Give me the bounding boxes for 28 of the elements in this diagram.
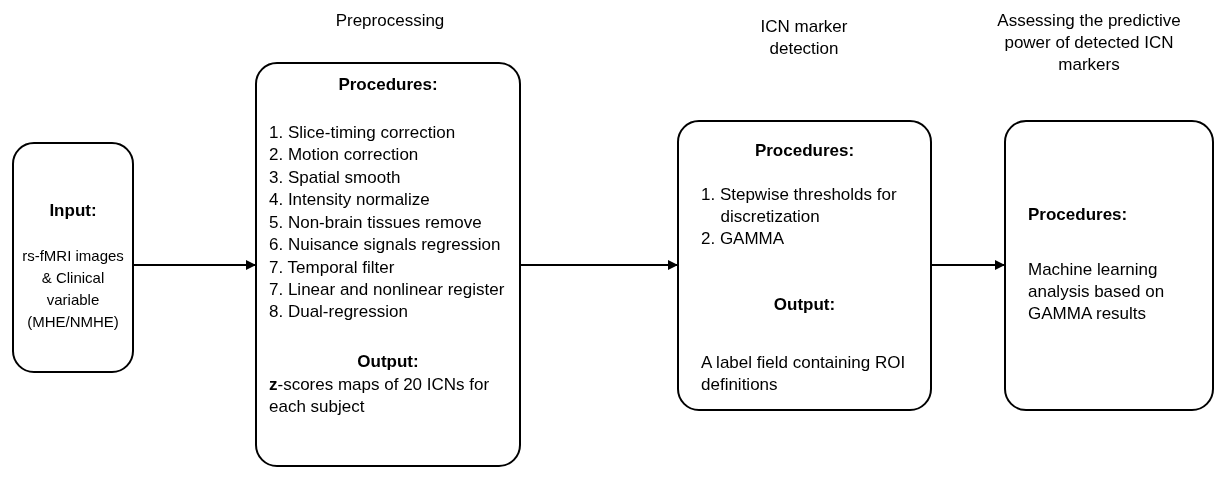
body-text: 8. Dual-regression xyxy=(269,301,409,323)
section-heading: Procedures: xyxy=(753,140,856,162)
stage-title: Assessing the predictive power of detected ICN markers xyxy=(996,10,1182,76)
arrow xyxy=(931,260,1005,270)
arrow xyxy=(520,260,678,270)
body-text: 1. Slice-timing correction xyxy=(269,122,457,144)
body-text: A label field containing ROI definitions xyxy=(701,352,907,396)
list-item: 1. Stepwise thresholds for discretization xyxy=(701,184,898,228)
body-text: 6. Nuisance signals regression xyxy=(269,234,502,256)
stage-title: ICN marker detection xyxy=(759,16,849,60)
body-text: 7. Linear and nonlinear register xyxy=(269,279,506,301)
section-heading: Procedures: xyxy=(1028,204,1129,226)
process-box xyxy=(12,142,134,373)
body-text: 5. Non-brain tissues remove xyxy=(269,212,483,234)
body-text: 7. Temporal filter xyxy=(269,257,396,279)
list-item: 2. GAMMA xyxy=(701,228,786,250)
body-text: rs-fMRI images & Clinical variable (MHE/NMHE) xyxy=(21,246,125,332)
body-text: z-scores maps of 20 ICNs for each subject xyxy=(269,374,491,418)
arrow xyxy=(133,260,256,270)
body-text: 4. Intensity normalize xyxy=(269,189,431,211)
body-text: 3. Spatial smooth xyxy=(269,167,402,189)
stage-title: Preprocessing xyxy=(334,10,446,32)
section-heading: Procedures: xyxy=(337,74,439,96)
section-heading: Output: xyxy=(772,294,837,316)
section-heading: Input: xyxy=(48,200,98,222)
body-text: 2. Motion correction xyxy=(269,144,420,166)
body-text: Machine learning analysis based on GAMMA results xyxy=(1028,259,1166,325)
section-heading: Output: xyxy=(356,351,420,373)
